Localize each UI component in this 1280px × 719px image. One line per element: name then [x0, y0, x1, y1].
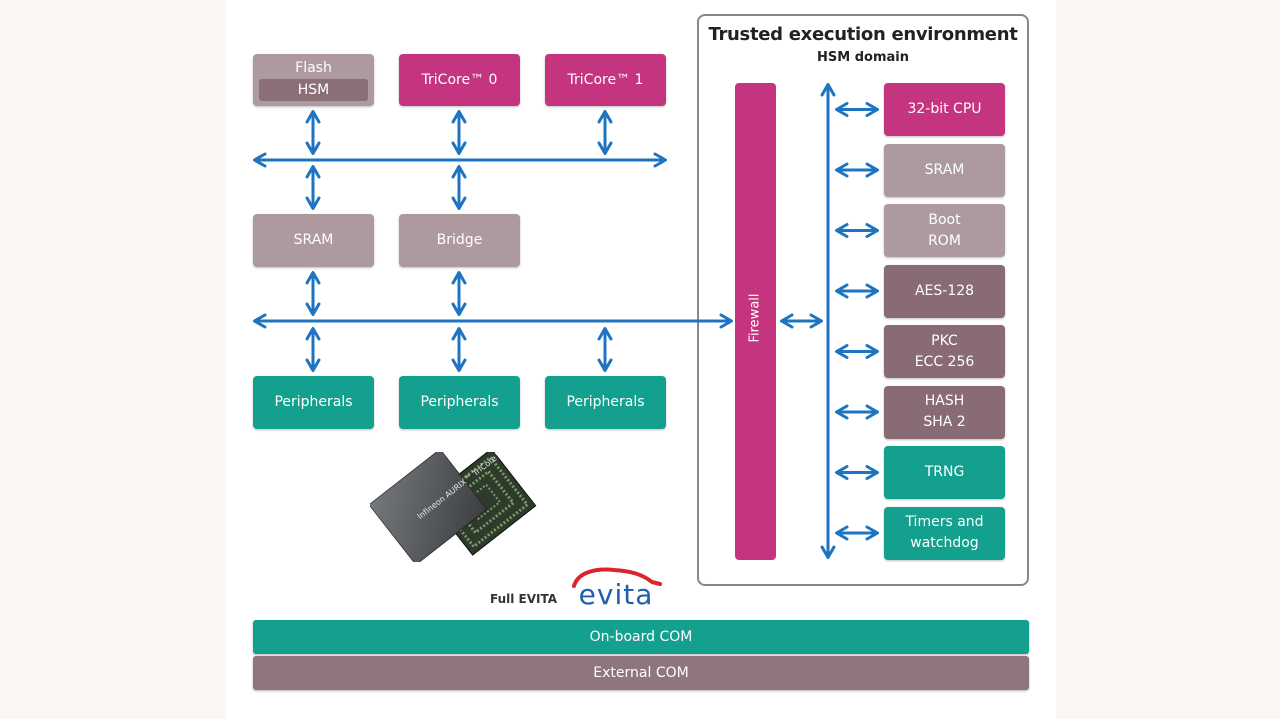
peripherals-block: Peripherals	[545, 376, 666, 429]
external-com-bar: External COM	[253, 656, 1029, 690]
tricore-1-block: TriCore™ 1	[545, 54, 666, 106]
hsm-module-timers-and-watchdog: Timers and watchdog	[884, 506, 1005, 560]
onboard-com-bar: On-board COM	[253, 620, 1029, 654]
peripherals-block: Peripherals	[253, 376, 374, 429]
flash-block: Flash HSM	[253, 54, 374, 106]
hsm-module-32-bit-cpu: 32-bit CPU	[884, 83, 1005, 136]
evita-logo: evita	[572, 567, 662, 610]
tricore-0-block: TriCore™ 0	[399, 54, 520, 106]
peripherals-block: Peripherals	[399, 376, 520, 429]
hsm-module-pkc-ecc-256: PKC ECC 256	[884, 325, 1005, 378]
bridge-block: Bridge	[399, 214, 520, 267]
sram-block: SRAM	[253, 214, 374, 267]
firewall-block	[735, 83, 776, 560]
flash-hsm-partition: HSM	[259, 79, 368, 101]
full-evita-label: Full EVITA	[490, 592, 558, 606]
flash-label: Flash	[295, 60, 332, 76]
hsm-module-aes-128: AES-128	[884, 264, 1005, 318]
hsm-module-sram: SRAM	[884, 143, 1005, 197]
tee-title: Trusted execution environment	[708, 24, 1018, 45]
hsm-module-boot-rom: Boot ROM	[884, 204, 1005, 257]
aurix-chip-image: Infineon AURIX™ TriCore™	[370, 452, 537, 562]
hsm-module-trng: TRNG	[884, 446, 1005, 499]
hsm-module-hash-sha-2: HASH SHA 2	[884, 385, 1005, 439]
chip-top-package	[370, 452, 488, 562]
firewall-label: Firewall	[747, 293, 763, 343]
hsm-domain-subtitle: HSM domain	[817, 50, 909, 65]
evita-car-arc	[572, 567, 662, 588]
evita-wordmark: evita	[579, 578, 654, 610]
